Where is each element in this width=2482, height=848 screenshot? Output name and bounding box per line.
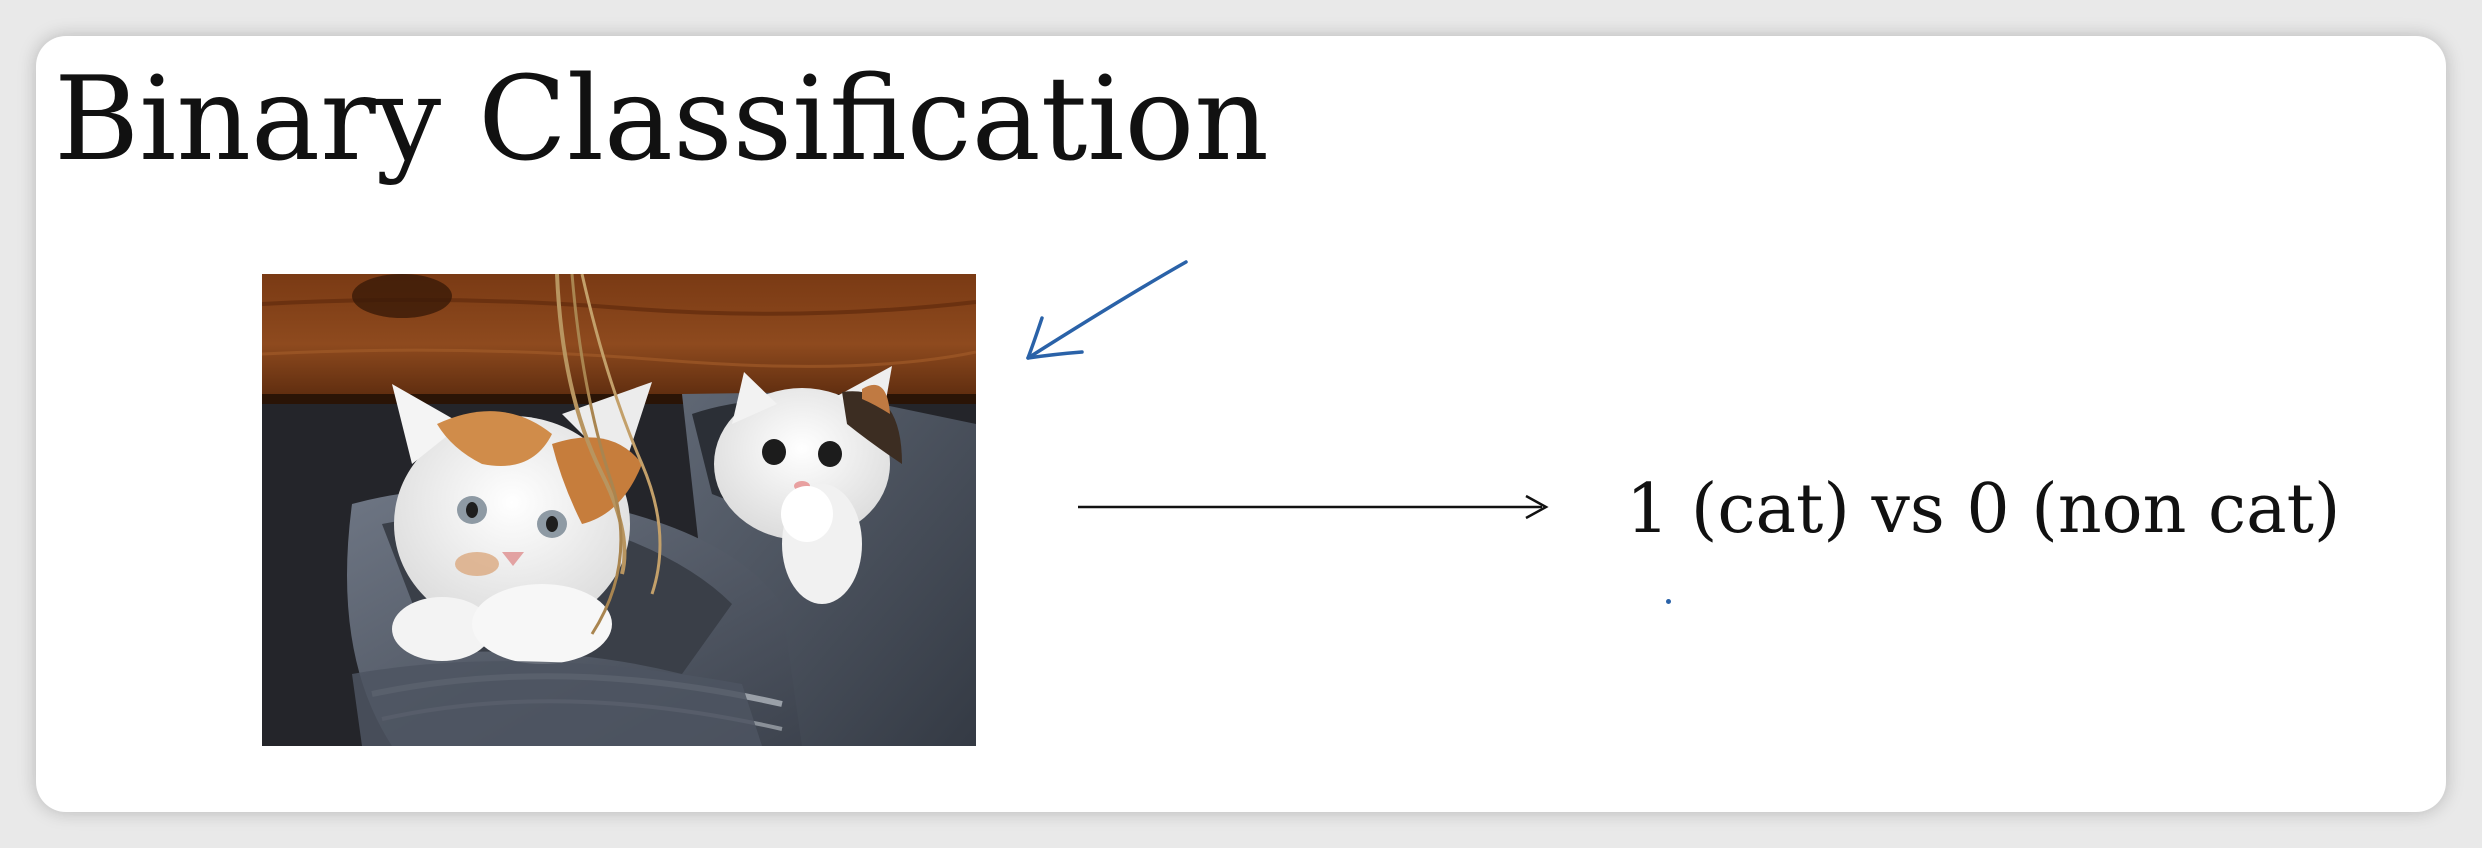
slide-title: Binary Classification: [54, 52, 1269, 187]
class-label-text: 1 (cat) vs 0 (non cat): [1626, 470, 2341, 549]
slide-card: Binary Classification: [36, 36, 2446, 812]
kitten-photo: [262, 274, 976, 746]
mapping-arrow-icon: [1078, 494, 1549, 520]
pen-dot-mark: [1666, 599, 1671, 604]
pen-annotation-arrow-icon: [1026, 260, 1188, 360]
